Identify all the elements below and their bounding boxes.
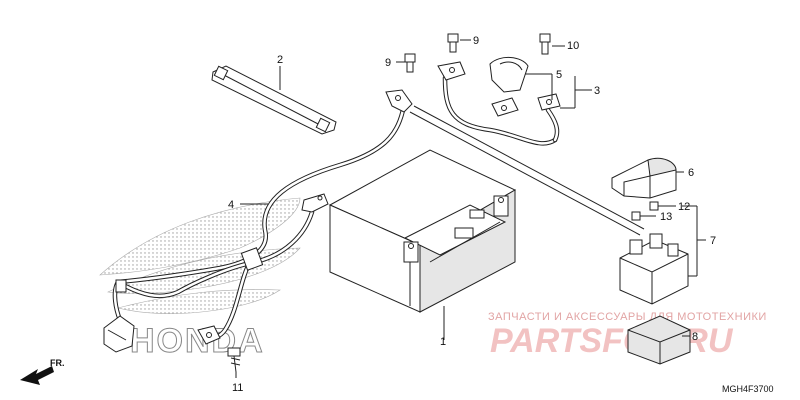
negative-battery-cable	[103, 89, 413, 353]
terminal-bolt-left	[404, 53, 416, 73]
callout-3: 3	[594, 85, 600, 97]
callout-6: 6	[688, 167, 694, 179]
callout-10: 10	[567, 40, 579, 52]
fuse-spare	[631, 211, 641, 221]
callout-1: 1	[440, 336, 446, 348]
callout-7: 7	[710, 235, 716, 247]
callout-8: 8	[692, 331, 698, 343]
terminal-bolt-right	[447, 33, 459, 53]
watermark: ЗАПЧАСТИ И АКСЕССУАРЫ ДЛЯ МОТОТЕХНИКИ PA…	[488, 311, 767, 360]
fuse-small	[649, 201, 659, 211]
front-direction-arrow: FR.	[20, 358, 65, 385]
battery-band	[211, 65, 337, 135]
callout-9-right: 9	[473, 35, 479, 47]
callout-labels: 2 4 1 11 9 9 10 5 3 6 12 13 7 8	[228, 35, 716, 394]
callout-2: 2	[277, 54, 283, 66]
terminal-cover	[489, 57, 529, 93]
ground-bolt	[227, 347, 241, 373]
callout-4: 4	[228, 199, 234, 211]
callout-5: 5	[556, 69, 562, 81]
honda-emblem-text: HONDA	[130, 322, 265, 360]
callout-9-left: 9	[385, 57, 391, 69]
fuse-box	[627, 315, 691, 365]
callout-11: 11	[232, 382, 243, 394]
starter-relay	[619, 233, 689, 305]
starter-cable	[409, 61, 645, 236]
flange-bolt	[539, 33, 551, 55]
relay-cover	[611, 157, 677, 199]
callout-13: 13	[660, 211, 672, 223]
front-direction-label: FR.	[50, 358, 65, 368]
battery	[328, 149, 517, 313]
diagram-code: MGH4F3700	[722, 384, 774, 394]
watermark-brand: PARTSFOR.RU	[490, 322, 734, 360]
watermark-subtitle: ЗАПЧАСТИ И АКСЕССУАРЫ ДЛЯ МОТОТЕХНИКИ	[488, 311, 767, 323]
callout-12: 12	[678, 201, 690, 213]
leader-lines	[235, 39, 706, 378]
